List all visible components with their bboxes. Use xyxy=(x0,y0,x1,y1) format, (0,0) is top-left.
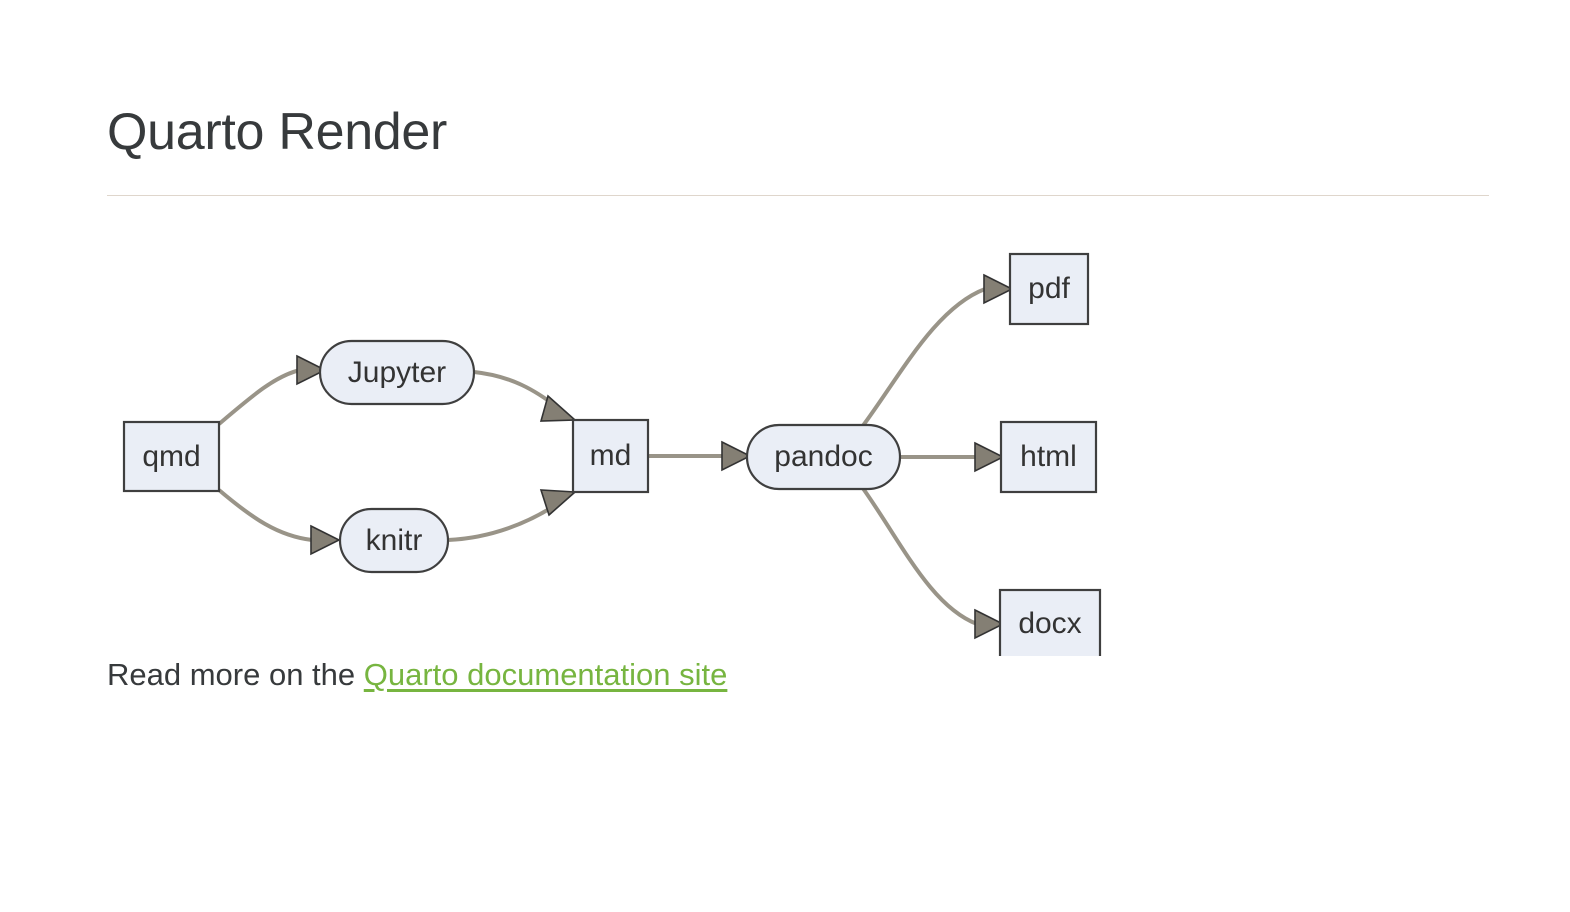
edge-md-to-pandoc xyxy=(648,440,752,472)
page-title: Quarto Render xyxy=(107,103,448,161)
node-label: qmd xyxy=(142,440,200,473)
node-jupyter[interactable]: Jupyter xyxy=(318,340,476,406)
node-label: pandoc xyxy=(774,440,872,473)
arrowhead-icon xyxy=(539,489,577,517)
arrowhead-icon xyxy=(296,354,327,386)
arrowhead-icon xyxy=(974,441,1005,473)
node-pandoc[interactable]: pandoc xyxy=(745,424,902,491)
arrowhead-icon xyxy=(974,608,1005,640)
edge-line xyxy=(860,486,978,627)
edge-qmd-to-knitr xyxy=(217,488,341,556)
footer-paragraph: Read more on the Quarto documentation si… xyxy=(107,656,1489,693)
node-label: knitr xyxy=(366,524,423,557)
footer-lead-text: Read more on the xyxy=(107,657,364,693)
edge-pandoc-to-docx xyxy=(860,486,1005,640)
node-label: md xyxy=(590,439,632,472)
node-shape xyxy=(571,419,650,494)
node-shape xyxy=(122,421,221,493)
node-html[interactable]: html xyxy=(999,421,1098,494)
node-label: html xyxy=(1020,440,1077,473)
node-label: pdf xyxy=(1028,272,1070,305)
node-shape xyxy=(338,508,450,574)
arrowhead-icon xyxy=(310,524,341,556)
edge-line xyxy=(473,370,559,409)
node-shape xyxy=(1008,253,1090,326)
node-knitr[interactable]: knitr xyxy=(338,508,450,574)
arrowhead-icon xyxy=(983,273,1014,305)
edge-qmd-to-jupyter xyxy=(217,354,327,426)
node-label: Jupyter xyxy=(348,356,446,389)
edge-line xyxy=(447,502,559,543)
flowchart-svg: qmd Jupyter knitr md pandoc xyxy=(122,253,1102,657)
node-shape xyxy=(745,424,902,491)
node-shape xyxy=(318,340,476,406)
edge-knitr-to-md xyxy=(447,489,577,543)
quarto-documentation-link[interactable]: Quarto documentation site xyxy=(363,657,728,693)
quarto-render-flowchart: qmd Jupyter knitr md pandoc xyxy=(107,226,1489,657)
node-shape xyxy=(999,421,1098,494)
edge-line xyxy=(217,488,313,543)
edge-line xyxy=(860,287,986,429)
arrowhead-icon xyxy=(721,440,752,472)
node-md[interactable]: md xyxy=(571,419,650,494)
edge-jupyter-to-md xyxy=(473,370,578,423)
arrowhead-icon xyxy=(539,394,578,423)
node-shape xyxy=(998,589,1102,657)
node-pdf[interactable]: pdf xyxy=(1008,253,1090,326)
node-docx[interactable]: docx xyxy=(998,589,1102,657)
node-qmd[interactable]: qmd xyxy=(122,421,221,493)
title-divider xyxy=(107,195,1489,197)
edge-pandoc-to-html xyxy=(900,441,1005,473)
edge-pandoc-to-pdf xyxy=(860,273,1014,429)
edge-line xyxy=(217,368,301,426)
content-column: Quarto Render xyxy=(107,0,1489,724)
node-label: docx xyxy=(1018,607,1081,640)
